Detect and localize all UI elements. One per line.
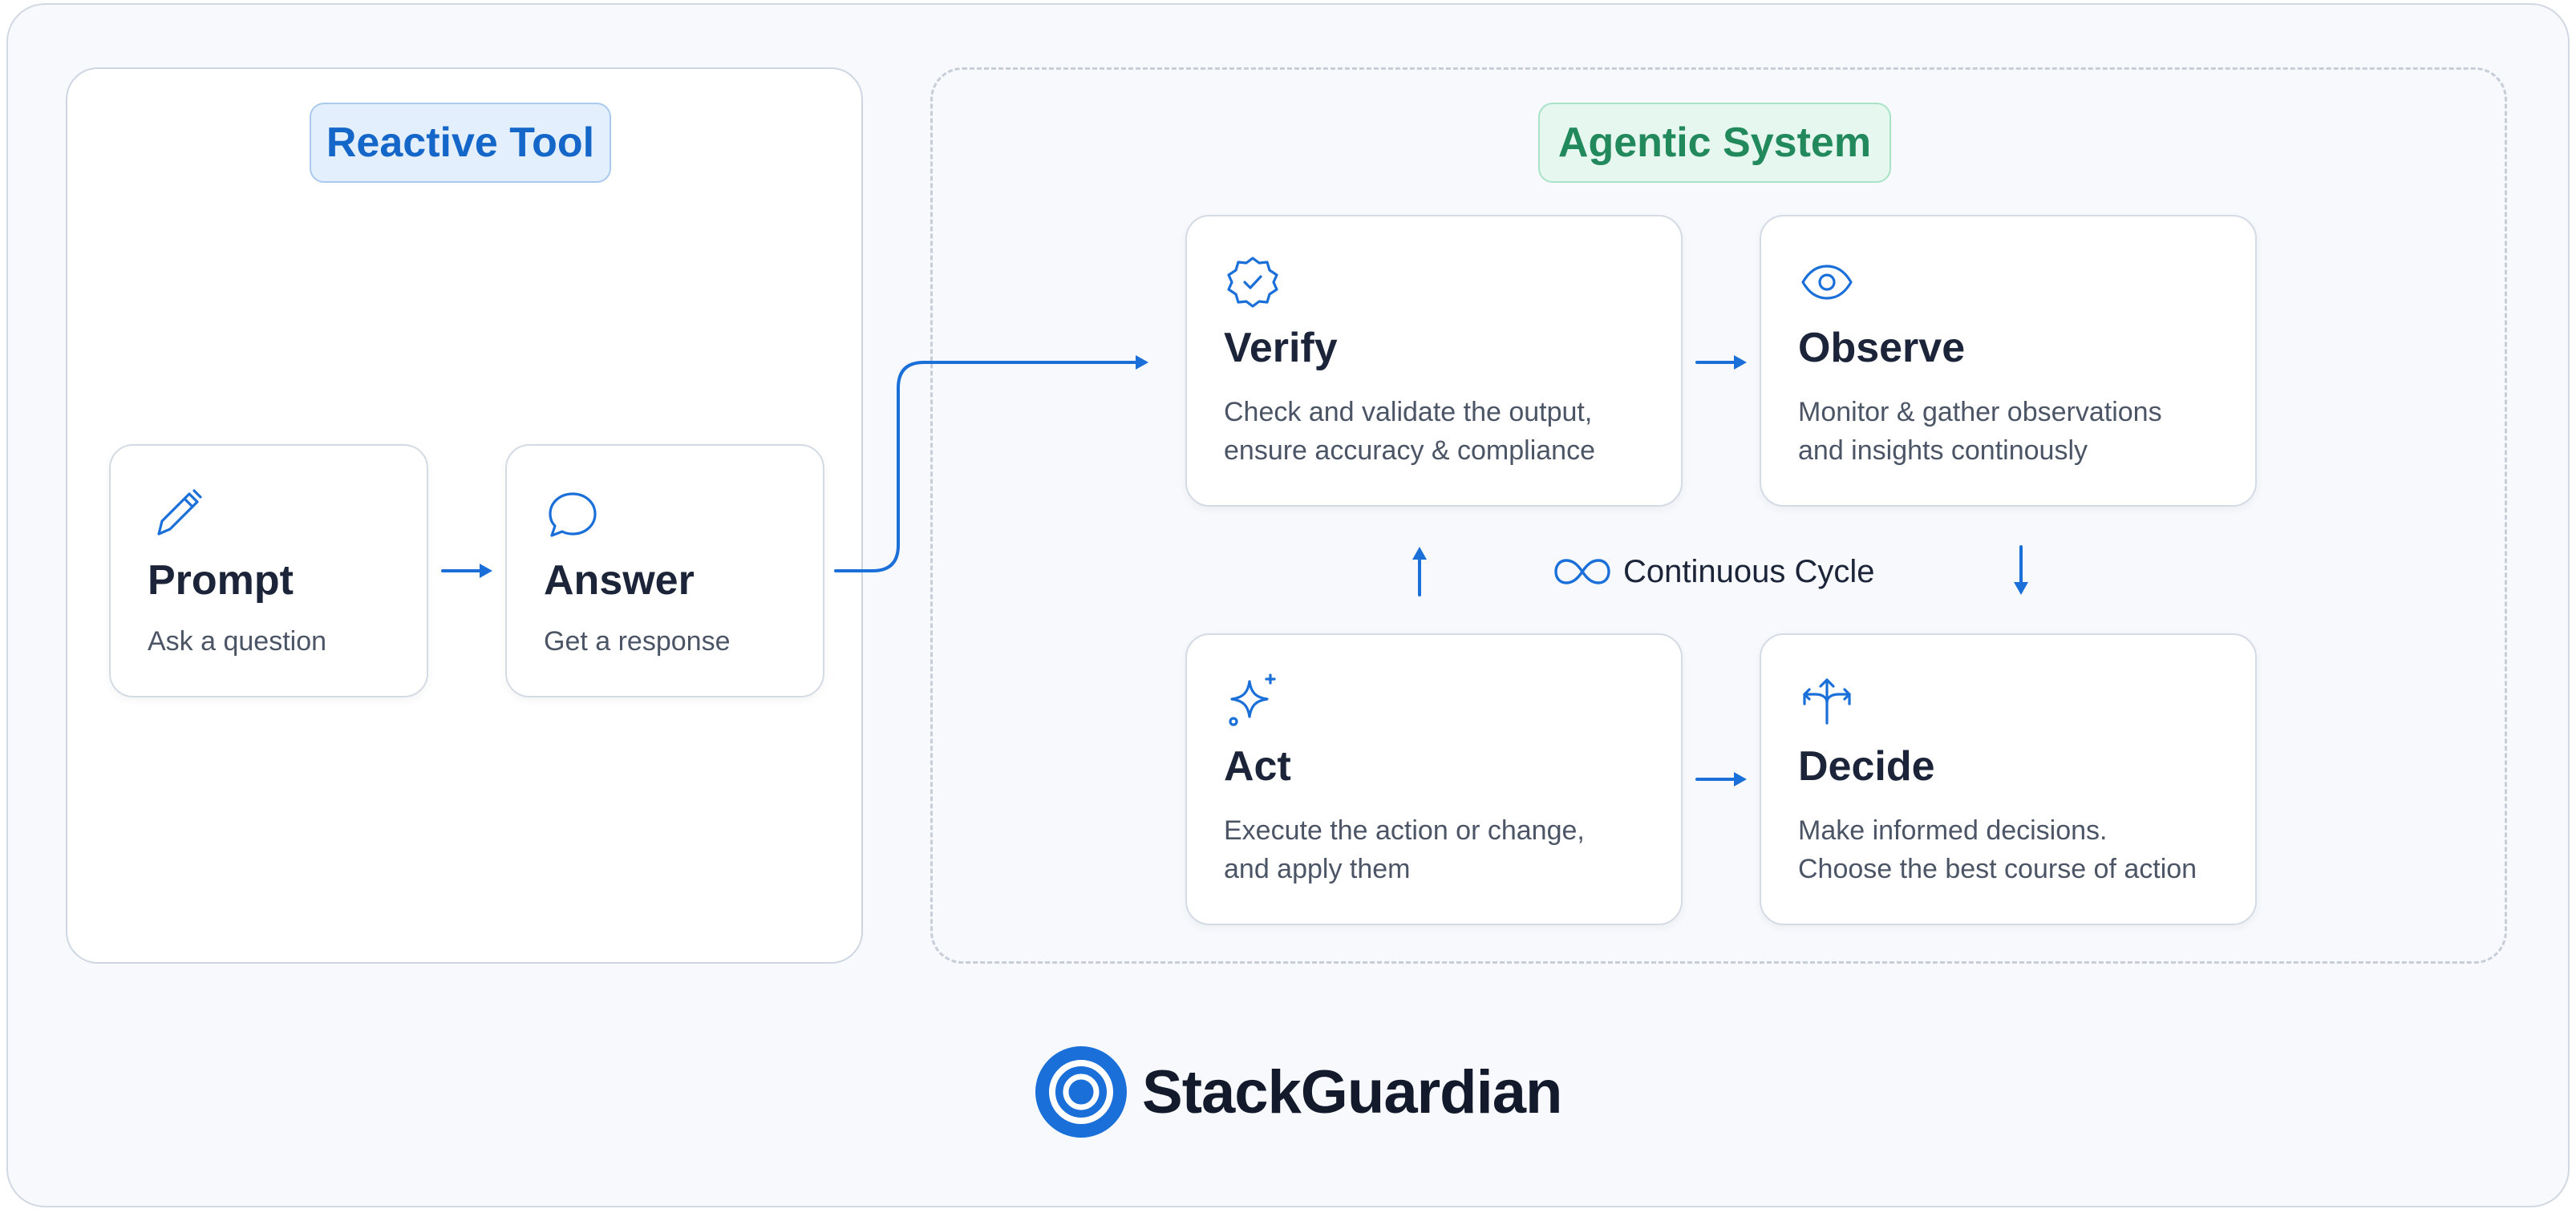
- brand-name: StackGuardian: [1142, 1057, 1562, 1126]
- decide-card: Decide Make informed decisions. Choose t…: [1760, 633, 2257, 925]
- stackguardian-logo: StackGuardian: [1035, 1045, 1562, 1138]
- observe-card: Observe Monitor & gather observations an…: [1760, 215, 2257, 507]
- sparkle-icon: [1224, 672, 1282, 730]
- agentic-system-panel: [930, 67, 2507, 964]
- card-title: Prompt: [148, 557, 294, 604]
- chat-bubble-icon: [544, 486, 601, 544]
- card-description: Get a response: [544, 622, 730, 661]
- card-description-line: Get a response: [544, 626, 731, 657]
- card-description-line: Ask a question: [148, 626, 327, 657]
- card-description-line: Monitor & gather observations: [1798, 397, 2162, 427]
- stackguardian-logo-mark: [1035, 1045, 1128, 1138]
- card-description-line: ensure accuracy & compliance: [1224, 435, 1596, 466]
- card-description: Ask a question: [148, 622, 326, 661]
- verify-card: Verify Check and validate the output, en…: [1185, 215, 1683, 507]
- card-description-line: Check and validate the output,: [1224, 397, 1593, 427]
- pencil-icon: [148, 486, 205, 544]
- card-title: Verify: [1224, 325, 1338, 371]
- eye-icon: [1798, 253, 1856, 311]
- card-description-line: Execute the action or change,: [1224, 815, 1585, 846]
- verified-badge-icon: [1224, 253, 1282, 311]
- card-title: Decide: [1798, 743, 1935, 790]
- card-description: Monitor & gather observations and insigh…: [1798, 393, 2162, 470]
- card-title: Observe: [1798, 325, 1966, 371]
- card-description: Check and validate the output, ensure ac…: [1224, 393, 1595, 470]
- card-description-line: and insights continously: [1798, 435, 2088, 466]
- card-description-line: Make informed decisions.: [1798, 815, 2108, 846]
- card-description-line: and apply them: [1224, 854, 1411, 884]
- cycle-label-text: Continuous Cycle: [1623, 553, 1875, 589]
- card-title: Answer: [544, 557, 695, 604]
- split-arrows-icon: [1798, 672, 1856, 730]
- reactive-tool-badge: Reactive Tool: [310, 103, 611, 183]
- act-card: Act Execute the action or change, and ap…: [1185, 633, 1683, 925]
- card-description: Execute the action or change, and apply …: [1224, 811, 1585, 888]
- card-title: Act: [1224, 743, 1291, 790]
- card-description-line: Choose the best course of action: [1798, 854, 2197, 884]
- continuous-cycle-label: Continuous Cycle: [1553, 547, 1875, 596]
- prompt-card: Prompt Ask a question: [109, 444, 428, 697]
- card-description: Make informed decisions. Choose the best…: [1798, 811, 2197, 888]
- agentic-system-badge: Agentic System: [1538, 103, 1891, 183]
- answer-card: Answer Get a response: [505, 444, 824, 697]
- infinity-icon: [1553, 556, 1612, 588]
